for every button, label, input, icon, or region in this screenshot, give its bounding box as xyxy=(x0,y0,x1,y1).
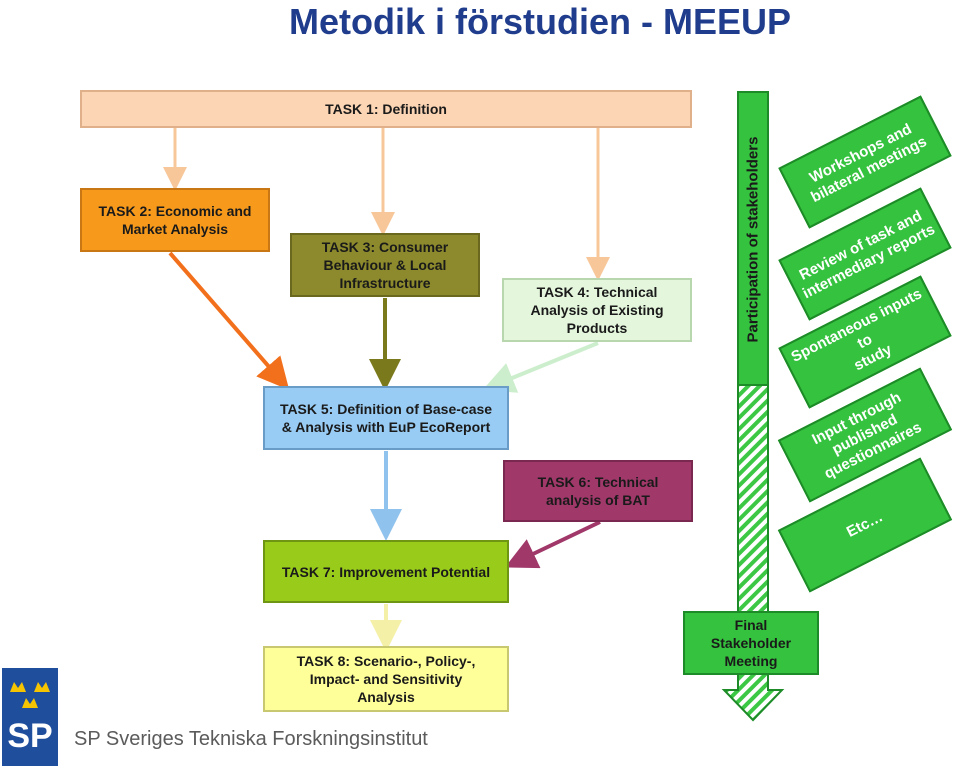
stakeholder-label: Participation of stakeholders xyxy=(741,94,765,384)
arrow-task4-task5 xyxy=(482,341,599,393)
task-8-scenario: TASK 8: Scenario-, Policy-, Impact- and … xyxy=(263,646,509,712)
stakeholder-label-text: Participation of stakeholders xyxy=(744,136,762,342)
arrow-task6-task7 xyxy=(504,520,601,569)
logo-letters: SP xyxy=(7,717,53,755)
organization-name: SP Sveriges Tekniska Forskningsinstitut xyxy=(74,728,428,750)
final-stakeholder-meeting: Final Stakeholder Meeting xyxy=(683,611,819,675)
task-4-technical-existing: TASK 4: Technical Analysis of Existing P… xyxy=(502,278,692,342)
sp-logo: SP xyxy=(2,668,58,766)
task-2-economic-market: TASK 2: Economic and Market Analysis xyxy=(80,188,270,252)
page-title: Metodik i förstudien - MEEUP xyxy=(288,1,791,42)
arrow-task2-task5 xyxy=(168,251,290,391)
task-3-consumer-behaviour: TASK 3: Consumer Behaviour & Local Infra… xyxy=(290,233,480,297)
task-6-bat: TASK 6: Technical analysis of BAT xyxy=(503,460,693,522)
task-1-definition: TASK 1: Definition xyxy=(80,90,692,128)
crowns-icon xyxy=(10,682,50,708)
task-5-base-case: TASK 5: Definition of Base-case & Analys… xyxy=(263,386,509,450)
stakeholder-bar-solid xyxy=(737,91,769,386)
task-7-improvement: TASK 7: Improvement Potential xyxy=(263,540,509,603)
